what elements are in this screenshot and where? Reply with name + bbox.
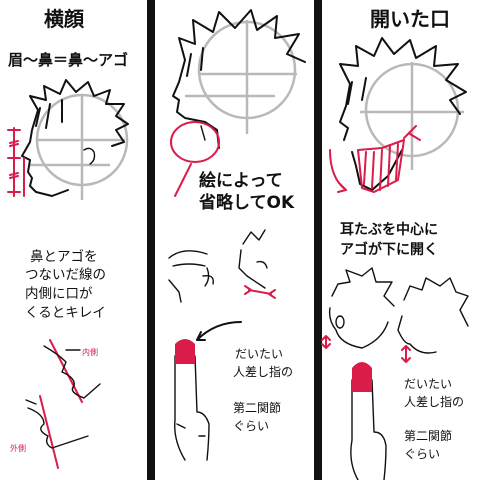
simplified-head-illustration xyxy=(168,9,306,461)
panel-simplify: 絵によって 省略してOK だいたい 人差し指の 第二関節 ぐらい xyxy=(155,0,314,480)
label-outside: 外側 xyxy=(10,444,26,453)
panel-open-mouth: 開いた口 耳たぶを中心に アゴが下に開く だいたい 人差し xyxy=(321,0,480,480)
label-inside: 内側 xyxy=(82,348,98,357)
open-mouth-head-illustration xyxy=(321,37,469,480)
panel-title: 横顔 xyxy=(44,7,84,31)
panel-divider-right xyxy=(314,0,322,480)
panel-divider-left xyxy=(147,0,155,480)
panel-title: 開いた口 xyxy=(370,7,450,31)
profile-head-illustration xyxy=(7,79,129,469)
proportion-rule: 眉～鼻＝鼻～アゴ xyxy=(8,51,129,69)
panel-profile: 横顔 眉～鼻＝鼻～アゴ 内側 外側 鼻とアゴを つないだ線の xyxy=(0,0,147,480)
